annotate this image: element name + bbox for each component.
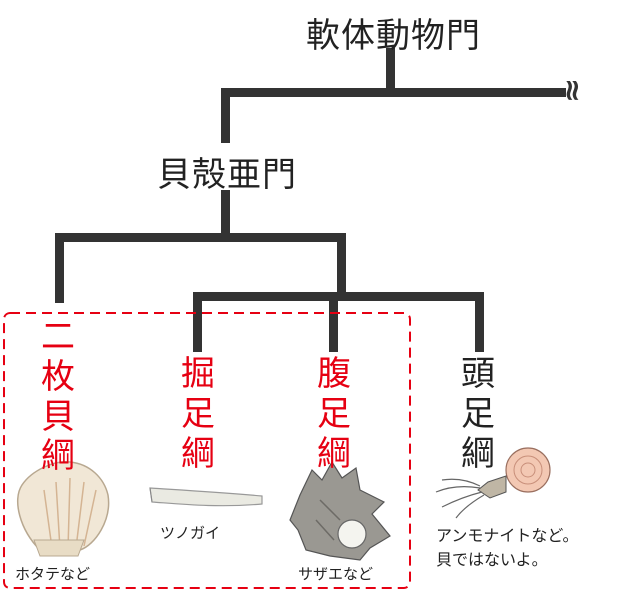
scaphopod-char-1: 掘 [181, 355, 215, 395]
bivalve-connector [55, 233, 64, 303]
scaphopod-char-3: 綱 [181, 435, 215, 475]
scaphopod-connector [193, 292, 202, 352]
turban-shell-illustration [290, 462, 390, 560]
continuation-icon: ≈ [555, 78, 590, 103]
root-branch [221, 88, 566, 97]
subphylum-trunk [221, 190, 230, 238]
bivalve-char-1: 二 [41, 318, 75, 358]
subphylum-connector [221, 88, 230, 143]
subphylum-node-label: 貝殻亜門 [157, 147, 297, 196]
bivalve-char-3: 貝 [41, 398, 75, 438]
inner-branch [193, 292, 484, 301]
gastropod-char-2: 足 [317, 395, 351, 435]
tusk-shell-illustration [150, 488, 262, 506]
scaphopod-class-label: 掘 足 綱 [181, 355, 215, 474]
bivalve-char-4: 綱 [41, 437, 75, 477]
scaphopod-caption: ツノガイ [160, 522, 220, 543]
cephalopod-caption-line-2: 貝ではないよ。 [436, 546, 548, 570]
gastropod-connector [329, 292, 338, 352]
cephalopod-class-label: 頭 足 綱 [461, 355, 495, 474]
subphylum-branch [55, 233, 346, 242]
gastropod-class-label: 腹 足 綱 [317, 355, 351, 474]
bivalve-class-label: 二 枚 貝 綱 [41, 318, 75, 477]
gastropod-char-3: 綱 [317, 435, 351, 475]
cephalopod-char-2: 足 [461, 395, 495, 435]
cephalopod-caption-line-1: アンモナイトなど。 [436, 522, 579, 546]
gastropod-cephalopod-connector [337, 233, 346, 301]
bivalve-char-2: 枚 [41, 358, 75, 398]
cephalopod-char-3: 綱 [461, 435, 495, 475]
gastropod-caption: サザエなど [298, 563, 373, 584]
cephalopod-connector [475, 292, 484, 352]
cephalopod-char-1: 頭 [461, 355, 495, 395]
root-node-label: 軟体動物門 [306, 8, 481, 57]
bivalve-caption: ホタテなど [15, 563, 90, 584]
scaphopod-char-2: 足 [181, 395, 215, 435]
gastropod-char-1: 腹 [317, 355, 351, 395]
